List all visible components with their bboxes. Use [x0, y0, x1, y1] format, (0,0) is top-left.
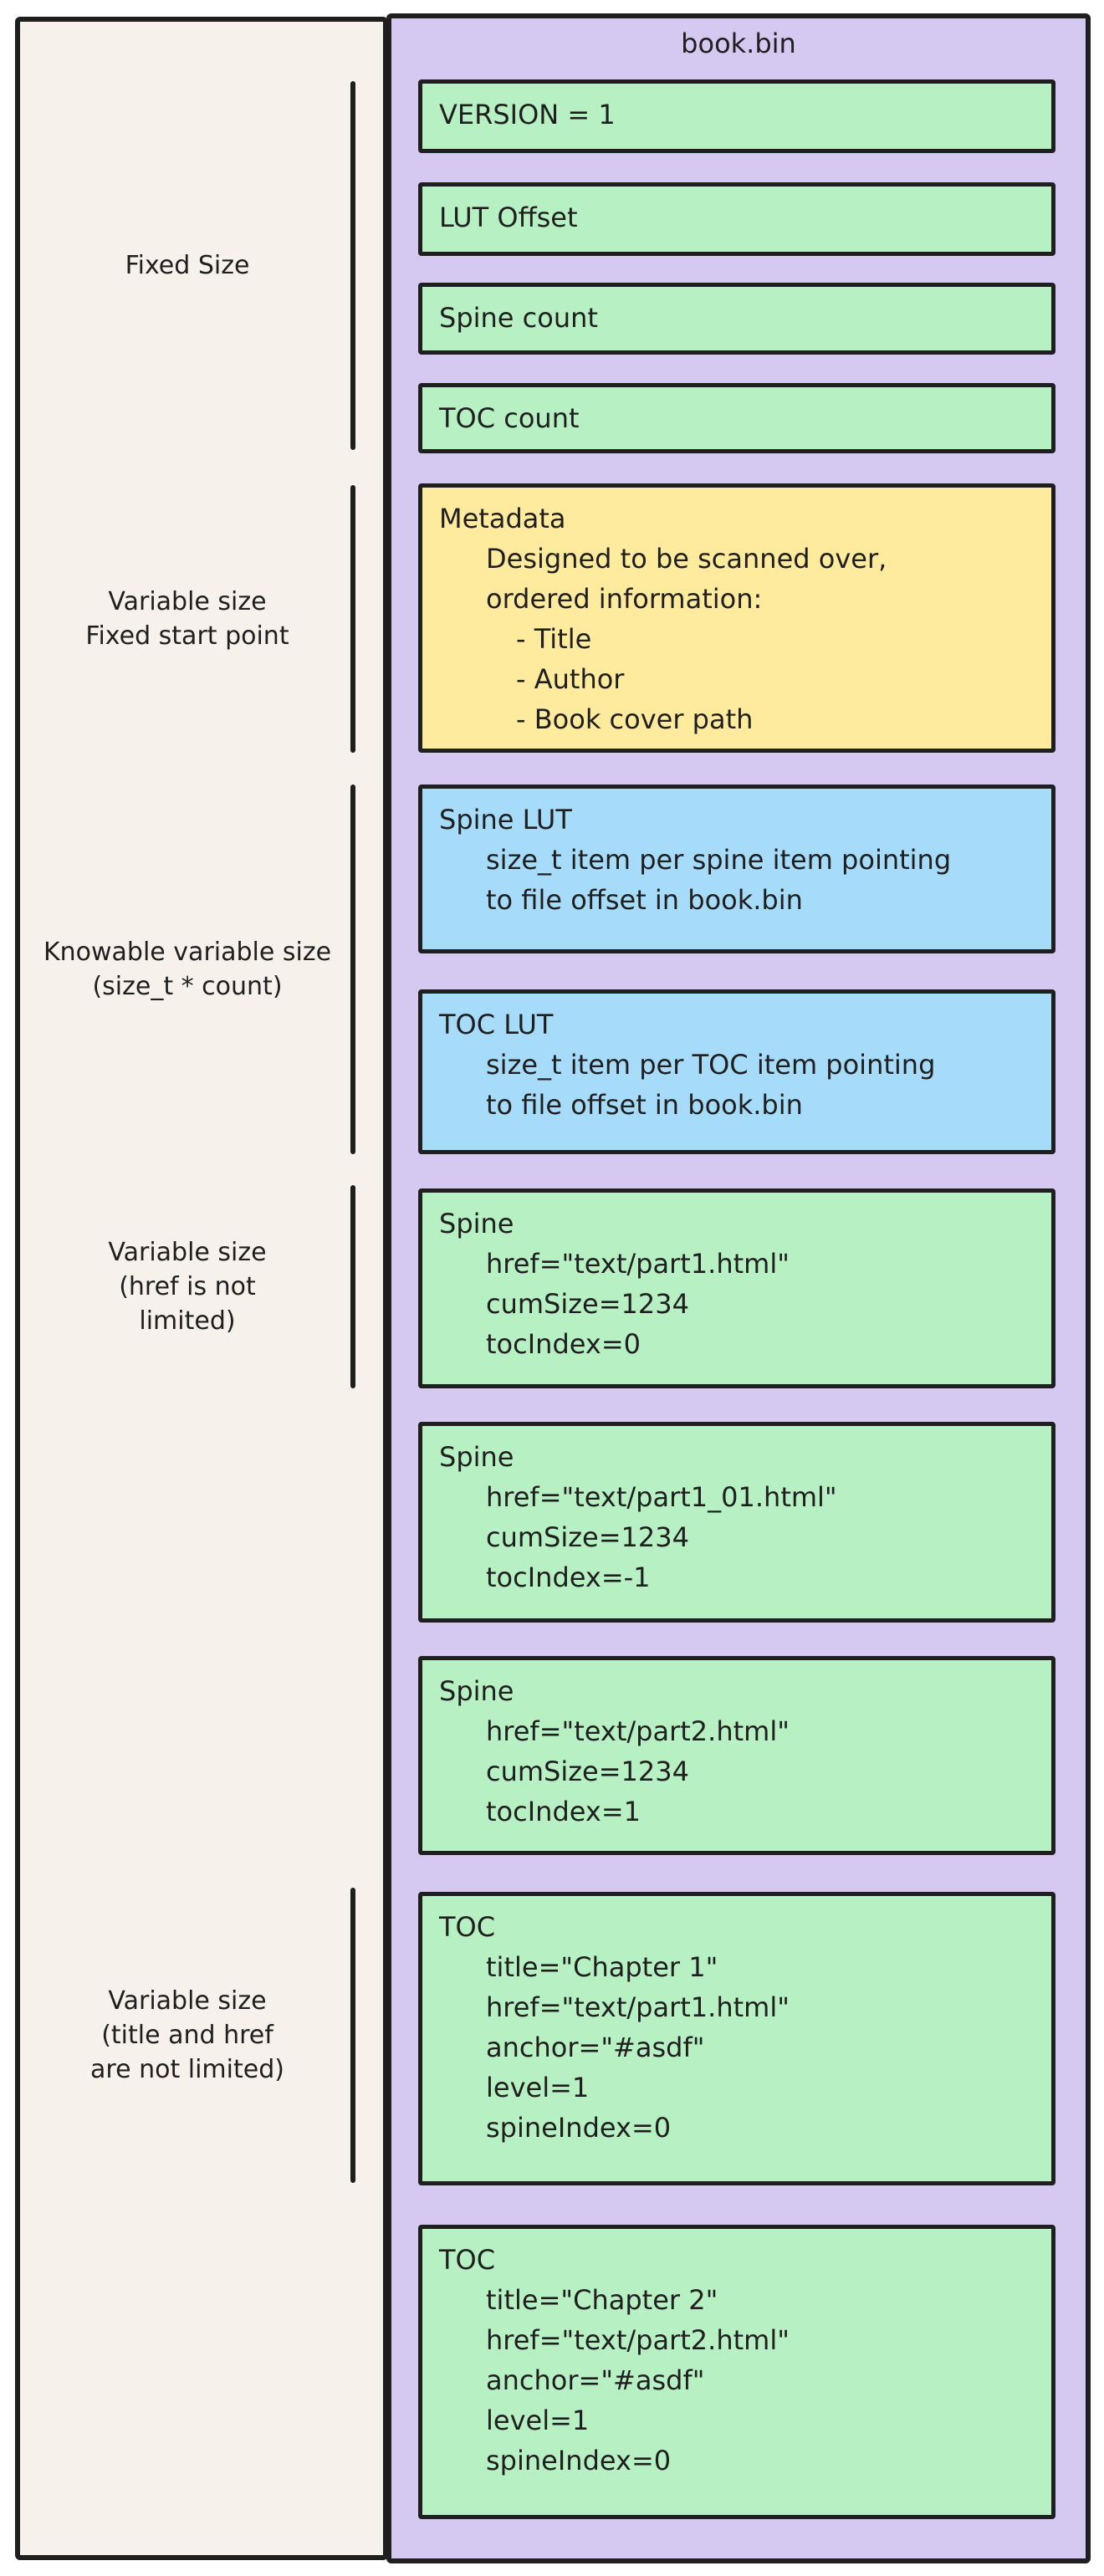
record-line: Spine — [439, 1441, 514, 1473]
size-annotation-line: (title and href — [101, 2021, 273, 2050]
record-line: href="text/part2.html" — [486, 2324, 790, 2356]
record-line: Spine — [439, 1208, 514, 1239]
size-bracket-fixed — [350, 81, 355, 450]
lut-line: size_t item per TOC item pointing — [486, 1049, 936, 1081]
size-bracket-lut — [350, 785, 355, 1154]
lut-offset-field-box: LUT Offset — [418, 182, 1055, 256]
field-line: VERSION = 1 — [439, 99, 616, 130]
toc-record-box-1: TOC title="Chapter 1" href="text/part1.htm… — [418, 1892, 1055, 2185]
record-line: level=1 — [486, 2072, 590, 2103]
record-line: TOC — [439, 2244, 496, 2276]
lut-line: to file offset in book.bin — [486, 884, 803, 916]
lut-line: Spine LUT — [439, 804, 572, 836]
record-line: cumSize=1234 — [486, 1521, 689, 1553]
size-annotation-spine: Variable size (href is not limited) — [30, 1185, 345, 1388]
metadata-line: - Title — [516, 623, 592, 655]
record-line: anchor="#asdf" — [486, 2032, 705, 2063]
record-line: href="text/part1.html" — [486, 1248, 790, 1280]
metadata-line: - Author — [516, 663, 625, 695]
metadata-line: ordered information: — [486, 583, 763, 615]
size-bracket-toc — [350, 1888, 355, 2183]
size-annotation-line: Variable size — [108, 1238, 267, 1267]
field-line: TOC count — [439, 402, 580, 434]
lut-line: to file offset in book.bin — [486, 1089, 803, 1121]
record-line: cumSize=1234 — [486, 1288, 689, 1320]
spine-count-field-box: Spine count — [418, 283, 1055, 355]
spine-record-box-3: Spine href="text/part2.html" cumSize=1234 t… — [418, 1656, 1055, 1855]
spine-record-box-2: Spine href="text/part1_01.html" cumSize=12… — [418, 1422, 1055, 1623]
field-line: LUT Offset — [439, 202, 578, 233]
metadata-line: - Book cover path — [516, 703, 754, 735]
file-title: book.bin — [681, 28, 796, 59]
size-annotation-line: (size_t * count) — [92, 972, 283, 1001]
size-annotation-toc: Variable size (title and href are not limi… — [30, 1888, 345, 2183]
lut-line: size_t item per spine item pointing — [486, 844, 952, 876]
size-annotation-line: (href is not — [119, 1272, 256, 1301]
spine-lut-box: Spine LUT size_t item per spine item poin… — [418, 785, 1055, 953]
size-annotation-fixed: Fixed Size — [30, 81, 345, 450]
size-annotation-line: Knowable variable size — [43, 938, 332, 967]
size-annotation-line: are not limited) — [90, 2055, 284, 2084]
field-line: Spine count — [439, 302, 598, 334]
record-line: cumSize=1234 — [486, 1756, 689, 1787]
record-line: title="Chapter 1" — [486, 1951, 718, 1983]
toc-record-box-2: TOC title="Chapter 2" href="text/part2.htm… — [418, 2225, 1055, 2519]
size-annotation-line: Variable size — [108, 587, 267, 616]
size-annotation-line: Fixed start point — [85, 621, 289, 651]
size-annotation-line: limited) — [139, 1306, 236, 1336]
record-line: level=1 — [486, 2405, 590, 2436]
metadata-line: Designed to be scanned over, — [486, 543, 887, 575]
record-line: spineIndex=0 — [486, 2112, 672, 2144]
toc-lut-box: TOC LUT size_t item per TOC item pointing… — [418, 989, 1055, 1154]
record-line: href="text/part1_01.html" — [486, 1481, 837, 1513]
lut-line: TOC LUT — [439, 1009, 554, 1040]
metadata-line: Metadata — [439, 503, 566, 534]
toc-count-field-box: TOC count — [418, 383, 1055, 453]
size-bracket-metadata — [350, 485, 355, 753]
legend-panel — [15, 17, 388, 2560]
record-line: spineIndex=0 — [486, 2445, 672, 2476]
version-field-box: VERSION = 1 — [418, 79, 1055, 153]
record-line: title="Chapter 2" — [486, 2284, 718, 2316]
size-bracket-spine — [350, 1185, 355, 1388]
record-line: tocIndex=1 — [486, 1796, 641, 1827]
record-line: href="text/part2.html" — [486, 1715, 790, 1747]
size-annotation-line: Variable size — [108, 1986, 267, 2016]
record-line: anchor="#asdf" — [486, 2364, 705, 2396]
record-line: TOC — [439, 1911, 496, 1943]
record-line: tocIndex=0 — [486, 1328, 641, 1360]
record-line: href="text/part1.html" — [486, 1991, 790, 2023]
record-line: tocIndex=-1 — [486, 1561, 651, 1593]
record-line: Spine — [439, 1675, 514, 1707]
spine-record-box-1: Spine href="text/part1.html" cumSize=1234 t… — [418, 1188, 1055, 1388]
size-annotation-lut: Knowable variable size (size_t * count) — [30, 785, 345, 1154]
size-annotation-line: Fixed Size — [125, 251, 250, 280]
